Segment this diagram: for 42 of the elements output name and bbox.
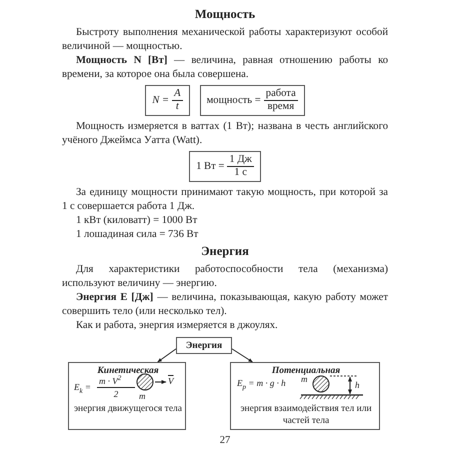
fraction-denominator: 2 xyxy=(112,389,120,400)
formula-box xyxy=(145,85,190,116)
formula-text: E$_{p}$ = m · g · h xyxy=(237,378,286,389)
mass-label: m xyxy=(301,374,308,385)
paragraph: За единицу мощности принимают такую мощность, при которой за 1 с совершается работа 1 Дж. xyxy=(62,186,388,214)
box-heading: Потенциальная xyxy=(270,366,342,377)
text-line: 1 лошадиная сила = 736 Вт xyxy=(75,228,200,242)
section-heading: Энергия xyxy=(200,244,250,259)
fraction-denominator: t xyxy=(174,101,180,113)
formula-text: E$_{k}$ = xyxy=(74,382,91,393)
arrow xyxy=(232,348,253,362)
paragraph: Мощность измеряется в ваттах (1 Вт); названа в честь английского учёного Джеймса Уатта (Watt). xyxy=(62,120,388,148)
formula-text: 1 Вт = xyxy=(196,161,224,172)
box-heading: Кинетическая xyxy=(96,366,160,376)
fraction-numerator: m · V$^{2}$ xyxy=(97,376,135,388)
box-description: энергия движущегося тела xyxy=(72,403,184,415)
formula-text: N = xyxy=(152,95,170,106)
box-heading: Энергия xyxy=(186,340,222,350)
paragraph: Как и работа, энергия измеряется в джоулях. xyxy=(75,319,279,333)
formula-box xyxy=(200,85,305,116)
velocity-label: V xyxy=(168,376,174,387)
fraction-numerator: A xyxy=(172,88,183,101)
page-number: 27 xyxy=(218,435,232,446)
text-line: 1 кВт (киловатт) = 1000 Вт xyxy=(75,214,198,228)
fraction-numerator: работа xyxy=(264,88,298,101)
arrow xyxy=(157,348,176,362)
page-title: Мощность xyxy=(194,7,256,22)
formula-box xyxy=(189,151,261,182)
height-label: h xyxy=(355,380,360,391)
category-box xyxy=(176,337,232,354)
fraction-numerator: 1 Дж xyxy=(227,154,254,167)
paragraph: Энергия E [Дж] — величина, показывающая, какую работу может совершить тело (или несколько тел). xyxy=(62,291,388,319)
energy-type-box xyxy=(68,362,186,430)
paragraph: Мощность N [Вт] — величина, равная отношению работы ко времени, за которое она была совершена. xyxy=(62,54,388,82)
mass-label: m xyxy=(139,391,146,402)
fraction-denominator: 1 с xyxy=(233,167,248,179)
paragraph: Для характеристики работоспособности тела (механизма) используют величину — энергию. xyxy=(62,263,388,291)
energy-type-box xyxy=(230,362,380,430)
paragraph: Быстроту выполнения механической работы характеризуют особой величиной — мощностью. xyxy=(62,26,388,54)
fraction-denominator: время xyxy=(266,101,296,113)
box-description: энергия взаимодействия тел или частей тела xyxy=(239,403,373,427)
formula-text: мощность = xyxy=(206,95,261,106)
